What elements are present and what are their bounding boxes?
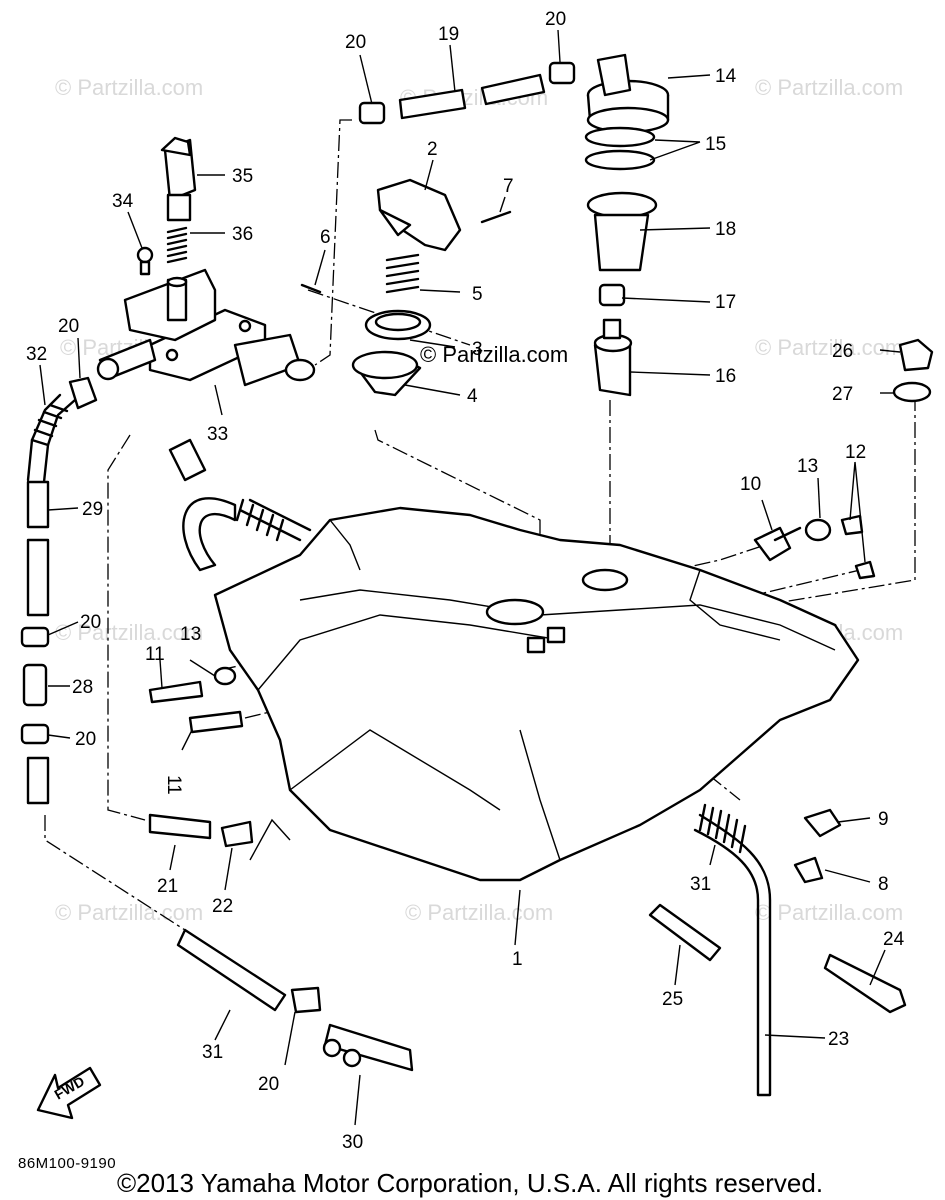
watermark-mid-right: © Partzilla.com <box>755 335 903 360</box>
watermark-bottom-right: © Partzilla.com <box>755 900 903 925</box>
callout-18: 18 <box>715 219 736 240</box>
callout-25: 25 <box>662 989 683 1010</box>
callout-23: 23 <box>828 1029 849 1050</box>
callout-28: 28 <box>72 677 93 698</box>
left-side-parts <box>20 376 414 1072</box>
callout-6: 6 <box>320 227 331 248</box>
callout-3: 3 <box>472 339 483 360</box>
fwd-arrow: FWD <box>36 1066 102 1120</box>
spring-31-right <box>698 803 747 854</box>
callout-4: 4 <box>467 386 478 407</box>
watermark-top-left: © Partzilla.com <box>55 75 203 100</box>
fuel-petcock <box>96 136 316 387</box>
callout-27: 27 <box>832 384 853 405</box>
watermark-left: © Partzilla.com <box>55 620 203 645</box>
callout-12: 12 <box>845 442 866 463</box>
callout-16: 16 <box>715 366 736 387</box>
callout-35: 35 <box>232 166 253 187</box>
callout-32: 32 <box>26 344 47 365</box>
callout-20-top-left: 20 <box>345 32 366 53</box>
fuel-tank <box>213 506 860 882</box>
callout-24: 24 <box>883 929 905 950</box>
callout-20-hose-upper: 20 <box>80 612 101 633</box>
callout-33: 33 <box>207 424 228 445</box>
callout-17: 17 <box>715 292 736 313</box>
pump-assembly <box>358 53 670 397</box>
callout-20-bottom: 20 <box>258 1074 279 1095</box>
callout-20-top-right: 20 <box>545 9 566 30</box>
callout-36: 36 <box>232 224 253 245</box>
callout-labels: 1 2 3 4 5 6 7 8 9 10 11 11 12 13 13 14 1… <box>26 9 905 1153</box>
overflow-hose <box>693 803 772 1097</box>
callout-20-hose-lower: 20 <box>75 729 96 750</box>
callout-21: 21 <box>157 876 178 897</box>
watermark-bottom-left: © Partzilla.com <box>55 900 203 925</box>
callout-5: 5 <box>472 284 483 305</box>
callout-9: 9 <box>878 809 889 830</box>
callout-20-petcock: 20 <box>58 316 79 337</box>
diagram-code: 86M100-9190 <box>18 1155 116 1172</box>
callout-29: 29 <box>82 499 103 520</box>
callout-7: 7 <box>503 176 514 197</box>
watermark-dark-center: © Partzilla.com <box>420 342 568 367</box>
callout-13-right: 13 <box>797 456 818 477</box>
callout-22: 22 <box>212 896 233 917</box>
callout-31-right: 31 <box>690 874 711 895</box>
watermark-top-right: © Partzilla.com <box>755 75 903 100</box>
callout-11-lower: 11 <box>163 775 184 795</box>
callout-30: 30 <box>342 1132 363 1153</box>
callout-13-left: 13 <box>180 624 201 645</box>
callout-31-left: 31 <box>202 1042 223 1063</box>
callout-11-upper: 11 <box>145 644 165 665</box>
fuel-cap-assembly <box>300 178 512 397</box>
watermark-bottom-center: © Partzilla.com <box>405 900 553 925</box>
callout-8: 8 <box>878 874 889 895</box>
callout-2: 2 <box>427 139 438 160</box>
leader-lines <box>39 29 901 1126</box>
callout-26: 26 <box>832 341 853 362</box>
right-small-parts <box>648 338 934 1014</box>
callout-34: 34 <box>112 191 134 212</box>
callout-10: 10 <box>740 474 761 495</box>
tank-top-hoses <box>168 438 312 572</box>
callout-15: 15 <box>705 134 726 155</box>
callout-1: 1 <box>512 949 523 970</box>
callout-19: 19 <box>438 24 459 45</box>
callout-14: 14 <box>715 66 737 87</box>
copyright-caption: ©2013 Yamaha Motor Corporation, U.S.A. A… <box>117 1168 823 1198</box>
